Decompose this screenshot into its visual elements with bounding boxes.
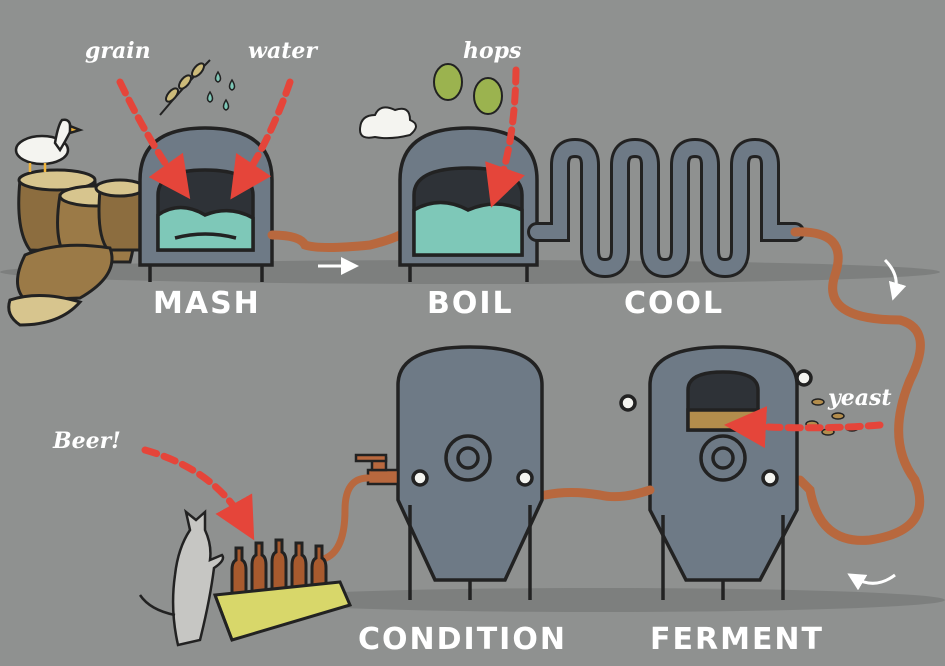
flow-arrow-icon: [883, 258, 907, 301]
stage-label-cool: COOL: [624, 286, 725, 321]
conditioning-tank: [396, 345, 544, 600]
beer-crate: [212, 538, 353, 642]
steam-icon: [358, 106, 417, 140]
pipe-ferment-to-condition: [540, 485, 655, 502]
cat: [138, 508, 225, 647]
stage-label-ferment: FERMENT: [650, 622, 825, 657]
pipe-cool-to-ferment: [790, 227, 925, 545]
stage-label-mash: MASH: [153, 286, 261, 321]
ingredient-arrows: [116, 66, 884, 541]
water-drops-icon: [206, 70, 236, 111]
grain-sacks: [7, 168, 146, 327]
pipe-tap-to-crate: [316, 474, 372, 564]
water-label: water: [248, 38, 317, 64]
yeast-label: yeast: [828, 385, 892, 411]
hops-label: hops: [463, 38, 522, 64]
beer-label: Beer!: [53, 428, 121, 454]
cooling-coil: [527, 137, 805, 279]
pipe-mash-to-boil: [267, 230, 405, 252]
hops-icon: [433, 63, 503, 115]
flow-arrow-icon: [847, 573, 896, 591]
grain-stalk-icon: [159, 59, 211, 116]
stage-label-condition: CONDITION: [358, 622, 567, 657]
duck: [14, 118, 84, 172]
fermenter: [619, 345, 813, 600]
boil-kettle: [398, 126, 539, 282]
grain-label: grain: [85, 38, 151, 64]
stage-label-boil: BOIL: [427, 286, 514, 321]
